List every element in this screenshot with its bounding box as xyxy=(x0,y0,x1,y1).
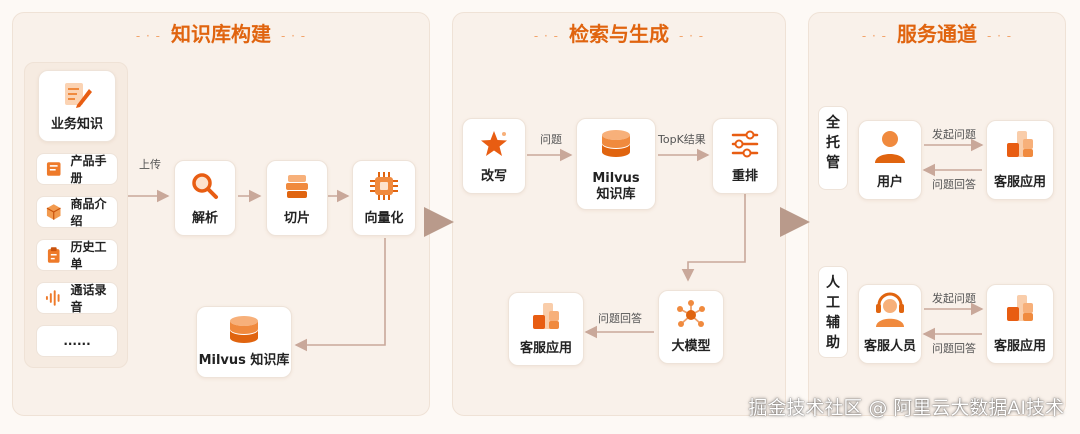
parse-card: 解析 xyxy=(174,160,236,236)
retrieval-milvus-card: Milvus 知识库 xyxy=(576,118,656,210)
database-icon xyxy=(602,130,630,157)
stacked-blocks-icon xyxy=(286,175,308,198)
llm-label: 大模型 xyxy=(671,339,711,354)
milvus-kb-card: Milvus 知识库 xyxy=(196,306,292,378)
source-item-label: 产品手册 xyxy=(70,154,107,185)
llm-card: 大模型 xyxy=(658,290,724,364)
service-title-text: 服务通道 xyxy=(897,22,977,46)
source-item-label: ...... xyxy=(63,334,91,348)
source-item-label: 通话录音 xyxy=(70,283,107,314)
chunk-label: 切片 xyxy=(283,211,310,226)
audio-wave-icon xyxy=(45,290,60,306)
full-managed-char: 全 xyxy=(826,115,840,131)
manual-app-card: 客服应用 xyxy=(986,284,1054,364)
watermark: 掘金技术社区 @ 阿里云大数据AI技术 xyxy=(748,397,1064,419)
source-item-label: 商品介绍 xyxy=(70,197,107,228)
user-icon xyxy=(875,131,905,163)
magnifier-icon xyxy=(192,173,218,199)
app-cubes-icon xyxy=(1007,295,1033,321)
title-decoration-left: - · - xyxy=(135,28,161,43)
title-decoration-right: - · - xyxy=(679,28,705,43)
rewrite-card: 改写 xyxy=(462,118,526,194)
manual-answer-label: 问题回答 xyxy=(932,342,976,355)
panel-title-service: - · - 服务通道 - · - xyxy=(808,18,1066,47)
rewrite-label: 改写 xyxy=(480,169,507,184)
source-item-product-intro: 商品介绍 xyxy=(36,196,118,228)
title-decoration-right: - · - xyxy=(987,28,1013,43)
headset-agent-icon xyxy=(876,292,904,327)
milvus-kb-label: Milvus 知识库 xyxy=(198,353,290,368)
full-answer-label: 问题回答 xyxy=(932,178,976,191)
business-knowledge-card: 业务知识 xyxy=(38,70,116,142)
manual-assist-label: 人 工 辅 助 xyxy=(818,266,848,358)
full-app-card: 客服应用 xyxy=(986,120,1054,200)
retrieval-app-card: 客服应用 xyxy=(508,292,584,366)
title-decoration-left: - · - xyxy=(861,28,887,43)
business-knowledge-label: 业务知识 xyxy=(50,117,103,132)
full-managed-char: 管 xyxy=(826,155,840,171)
full-managed-char: 托 xyxy=(826,135,840,151)
source-item-history-tickets: 历史工单 xyxy=(36,239,118,271)
title-decoration-left: - · - xyxy=(533,28,559,43)
app-cubes-icon xyxy=(533,303,559,329)
upload-label: 上传 xyxy=(139,158,161,171)
retrieval-app-label: 客服应用 xyxy=(519,341,572,356)
parse-label: 解析 xyxy=(191,211,218,226)
panel-retrieval-generation xyxy=(452,12,786,416)
retrieval-milvus-label: Milvus 知识库 xyxy=(577,171,655,203)
manual-app-label: 客服应用 xyxy=(993,339,1046,354)
source-item-more: ...... xyxy=(36,325,118,357)
chunk-card: 切片 xyxy=(266,160,328,236)
panel-title-retrieval: - · - 检索与生成 - · - xyxy=(452,18,786,47)
build-title-text: 知识库构建 xyxy=(171,22,271,46)
book-icon xyxy=(46,162,61,176)
manual-assist-char: 助 xyxy=(826,335,840,351)
agent-label: 客服人员 xyxy=(863,339,916,354)
vectorize-label: 向量化 xyxy=(364,211,404,226)
full-app-label: 客服应用 xyxy=(993,175,1046,190)
user-label: 用户 xyxy=(876,175,903,190)
source-item-call-recording: 通话录音 xyxy=(36,282,118,314)
milvus-line1: Milvus xyxy=(592,171,640,186)
rerank-card: 重排 xyxy=(712,118,778,194)
full-managed-label: 全 托 管 xyxy=(818,106,848,190)
manual-assist-char: 工 xyxy=(826,295,840,311)
milvus-line2: 知识库 xyxy=(596,187,636,202)
manual-assist-char: 辅 xyxy=(826,315,840,331)
clipboard-icon xyxy=(47,247,60,263)
note-pencil-icon xyxy=(65,83,92,108)
title-decoration-right: - · - xyxy=(281,28,307,43)
answer-label: 问题回答 xyxy=(598,312,642,325)
box-icon xyxy=(46,204,61,220)
chip-icon xyxy=(370,172,398,200)
user-card: 用户 xyxy=(858,120,922,200)
question-label: 问题 xyxy=(540,133,562,146)
retrieval-title-text: 检索与生成 xyxy=(569,22,669,46)
sliders-icon xyxy=(731,130,759,158)
agent-card: 客服人员 xyxy=(858,284,922,364)
vectorize-card: 向量化 xyxy=(352,160,416,236)
molecule-network-icon xyxy=(677,300,705,327)
full-ask-label: 发起问题 xyxy=(932,128,976,141)
panel-title-build: - · - 知识库构建 - · - xyxy=(12,18,430,47)
database-icon xyxy=(230,316,258,343)
source-item-product-manual: 产品手册 xyxy=(36,153,118,185)
rerank-label: 重排 xyxy=(731,169,758,184)
sparkle-star-icon xyxy=(481,131,507,156)
manual-assist-char: 人 xyxy=(826,275,840,291)
manual-ask-label: 发起问题 xyxy=(932,292,976,305)
app-cubes-icon xyxy=(1007,131,1033,157)
source-item-label: 历史工单 xyxy=(70,240,107,271)
topk-label: TopK结果 xyxy=(658,133,706,146)
